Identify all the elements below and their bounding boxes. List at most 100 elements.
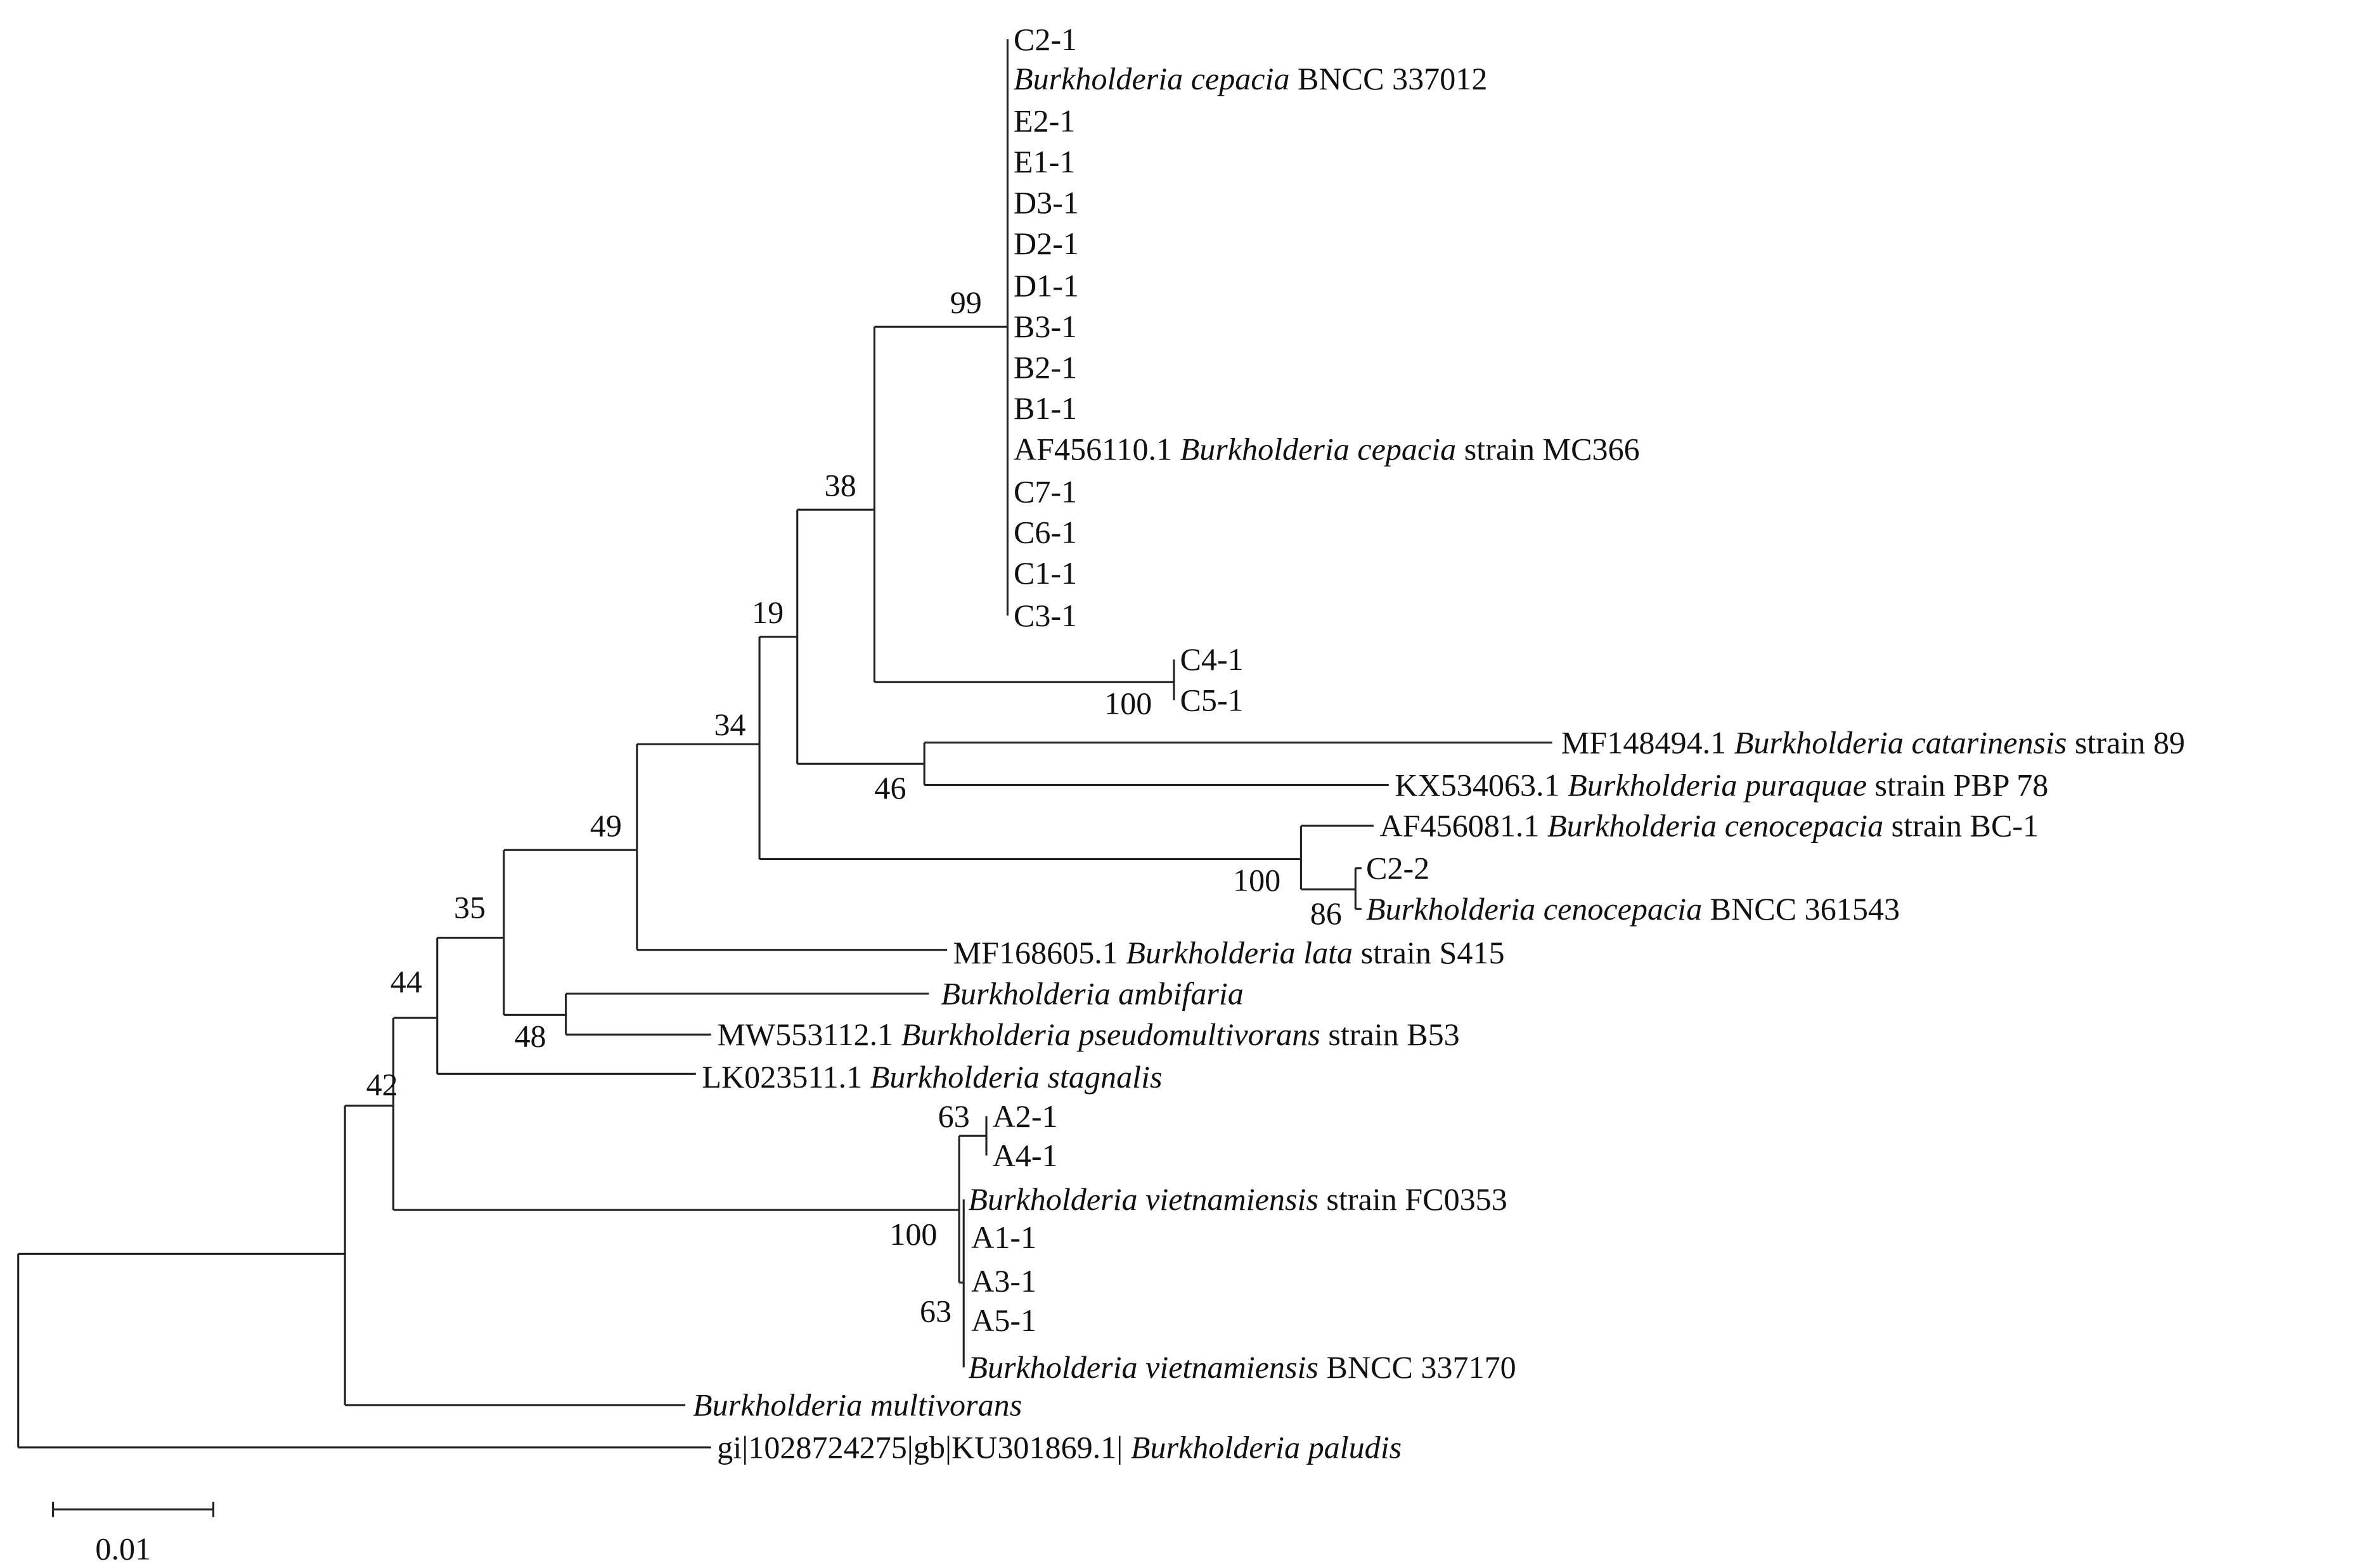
leaf-label-italic: Burkholderia puraquae [1568, 767, 1867, 802]
leaf-label-prefix: LK023511.1 [702, 1059, 870, 1095]
leaf-label-italic: Burkholderia ambifaria [941, 976, 1243, 1012]
leaf-label-prefix: gi|1028724275|gb|KU301869.1| [717, 1430, 1131, 1465]
leaf-label: B3-1 [1014, 309, 1077, 344]
leaf-label-italic: Burkholderia lata [1126, 935, 1353, 970]
leaf-label-suffix: BNCC 361543 [1702, 891, 1900, 927]
leaf-label: C2-1 [1014, 22, 1077, 57]
bootstrap-value: 100 [1104, 685, 1152, 721]
bootstrap-value: 34 [714, 707, 745, 742]
leaf-label: A4-1 [993, 1138, 1058, 1173]
leaf-label: C5-1 [1180, 683, 1244, 718]
leaf-label-prefix: MF168605.1 [953, 935, 1126, 970]
bootstrap-value: 99 [950, 285, 982, 320]
scale-bar: 0.01 [52, 1501, 215, 1566]
leaf-label-italic: Burkholderia vietnamiensis [968, 1181, 1319, 1217]
leaf-label-italic: Burkholderia paludis [1131, 1430, 1402, 1465]
leaf-label-italic: Burkholderia vietnamiensis [968, 1349, 1319, 1385]
leaf-label-prefix: E2-1 [1014, 103, 1075, 139]
bootstrap-value: 44 [390, 963, 422, 999]
leaf-label-suffix: strain FC0353 [1319, 1181, 1507, 1217]
leaf-label: KX534063.1 Burkholderia puraquae strain … [1395, 767, 2048, 802]
leaf-label-prefix: AF456081.1 [1380, 808, 1548, 844]
bootstrap-value: 48 [514, 1018, 546, 1053]
leaf-label: MW553112.1 Burkholderia pseudomultivoran… [717, 1017, 1459, 1052]
leaf-label: Burkholderia vietnamiensis BNCC 337170 [968, 1349, 1516, 1385]
leaf-label: C2-2 [1366, 851, 1429, 886]
leaf-label-prefix: D2-1 [1014, 226, 1079, 261]
bootstrap-values: 99 38 19 34 49 35 44 42 100 46 100 86 48 63 100 63 [366, 285, 1342, 1329]
leaf-label: D3-1 [1014, 184, 1079, 220]
leaf-label: Burkholderia cenocepacia BNCC 361543 [1366, 891, 1900, 927]
leaf-label: B1-1 [1014, 390, 1077, 426]
leaf-label-prefix: AF456110.1 [1014, 431, 1180, 466]
leaf-label-prefix: KX534063.1 [1395, 767, 1568, 802]
leaf-label-prefix: B2-1 [1014, 350, 1077, 385]
leaf-label: A3-1 [971, 1263, 1036, 1299]
leaf-label: E2-1 [1014, 103, 1075, 139]
leaf-label-prefix: A1-1 [971, 1219, 1036, 1255]
bootstrap-value: 100 [889, 1216, 937, 1252]
bootstrap-value: 63 [920, 1294, 951, 1329]
leaf-label-prefix: C7-1 [1014, 473, 1077, 509]
bootstrap-value: 46 [874, 770, 906, 806]
bootstrap-value: 38 [825, 468, 856, 503]
leaf-label: Burkholderia vietnamiensis strain FC0353 [968, 1181, 1507, 1217]
leaf-label-suffix: strain B53 [1320, 1017, 1460, 1052]
leaf-label-prefix: C3-1 [1014, 598, 1077, 633]
leaf-label: Burkholderia cepacia BNCC 337012 [1014, 61, 1487, 96]
leaf-label-prefix: C6-1 [1014, 515, 1077, 550]
leaf-label: A5-1 [971, 1302, 1036, 1338]
leaf-label-suffix: strain PBP 78 [1867, 767, 2048, 802]
leaf-label-suffix: strain 89 [2067, 724, 2185, 760]
tree-branches [17, 39, 1552, 1449]
leaf-label: B2-1 [1014, 350, 1077, 385]
bootstrap-value: 19 [752, 594, 783, 630]
leaf-label: Burkholderia ambifaria [941, 976, 1243, 1012]
leaf-label-italic: Burkholderia cepacia [1180, 431, 1457, 466]
bootstrap-value: 42 [366, 1067, 398, 1102]
leaf-label-suffix: strain BC-1 [1883, 808, 2039, 844]
leaf-label: MF168605.1 Burkholderia lata strain S415 [953, 935, 1505, 970]
bootstrap-value: 63 [938, 1098, 970, 1134]
leaf-label-italic: Burkholderia multivorans [693, 1387, 1022, 1423]
leaf-label: C7-1 [1014, 473, 1077, 509]
leaf-label-italic: Burkholderia catarinensis [1734, 724, 2067, 760]
leaf-label-italic: Burkholderia cenocepacia [1366, 891, 1702, 927]
leaf-label-prefix: A2-1 [993, 1098, 1058, 1134]
leaf-label-suffix: BNCC 337012 [1290, 61, 1488, 96]
bootstrap-value: 86 [1310, 896, 1342, 931]
leaf-label: gi|1028724275|gb|KU301869.1| Burkholderi… [717, 1430, 1402, 1465]
leaf-label-prefix: C4-1 [1180, 641, 1244, 677]
leaf-label: C3-1 [1014, 598, 1077, 633]
leaf-label-prefix: A3-1 [971, 1263, 1036, 1299]
leaf-label-suffix: BNCC 337170 [1319, 1349, 1516, 1385]
bootstrap-value: 49 [590, 808, 622, 844]
leaf-label: A2-1 [993, 1098, 1058, 1134]
leaf-label: AF456110.1 Burkholderia cepacia strain M… [1014, 431, 1640, 466]
leaf-label-prefix: MF148494.1 [1561, 724, 1734, 760]
leaf-label-prefix: C2-2 [1366, 851, 1429, 886]
leaf-label: D2-1 [1014, 226, 1079, 261]
leaf-label: MF148494.1 Burkholderia catarinensis str… [1561, 724, 2185, 760]
scale-bar-label: 0.01 [95, 1531, 151, 1566]
leaf-label-prefix: E1-1 [1014, 144, 1075, 179]
bootstrap-value: 35 [454, 890, 486, 925]
bootstrap-value: 100 [1233, 863, 1280, 898]
leaf-label-prefix: B3-1 [1014, 309, 1077, 344]
leaf-label-prefix: A4-1 [993, 1138, 1058, 1173]
leaf-label: LK023511.1 Burkholderia stagnalis [702, 1059, 1162, 1095]
leaf-label-prefix: D3-1 [1014, 184, 1079, 220]
leaf-label-prefix: C1-1 [1014, 555, 1077, 591]
leaf-label: C4-1 [1180, 641, 1244, 677]
leaf-label: AF456081.1 Burkholderia cenocepacia stra… [1380, 808, 2039, 844]
leaf-label-prefix: A5-1 [971, 1302, 1036, 1338]
leaf-label-prefix: C5-1 [1180, 683, 1244, 718]
leaf-label: C6-1 [1014, 515, 1077, 550]
leaf-label-italic: Burkholderia stagnalis [870, 1059, 1163, 1095]
leaf-label: D1-1 [1014, 268, 1079, 304]
leaf-label: C1-1 [1014, 555, 1077, 591]
leaf-label-italic: Burkholderia cepacia [1014, 61, 1290, 96]
leaf-label-prefix: C2-1 [1014, 22, 1077, 57]
